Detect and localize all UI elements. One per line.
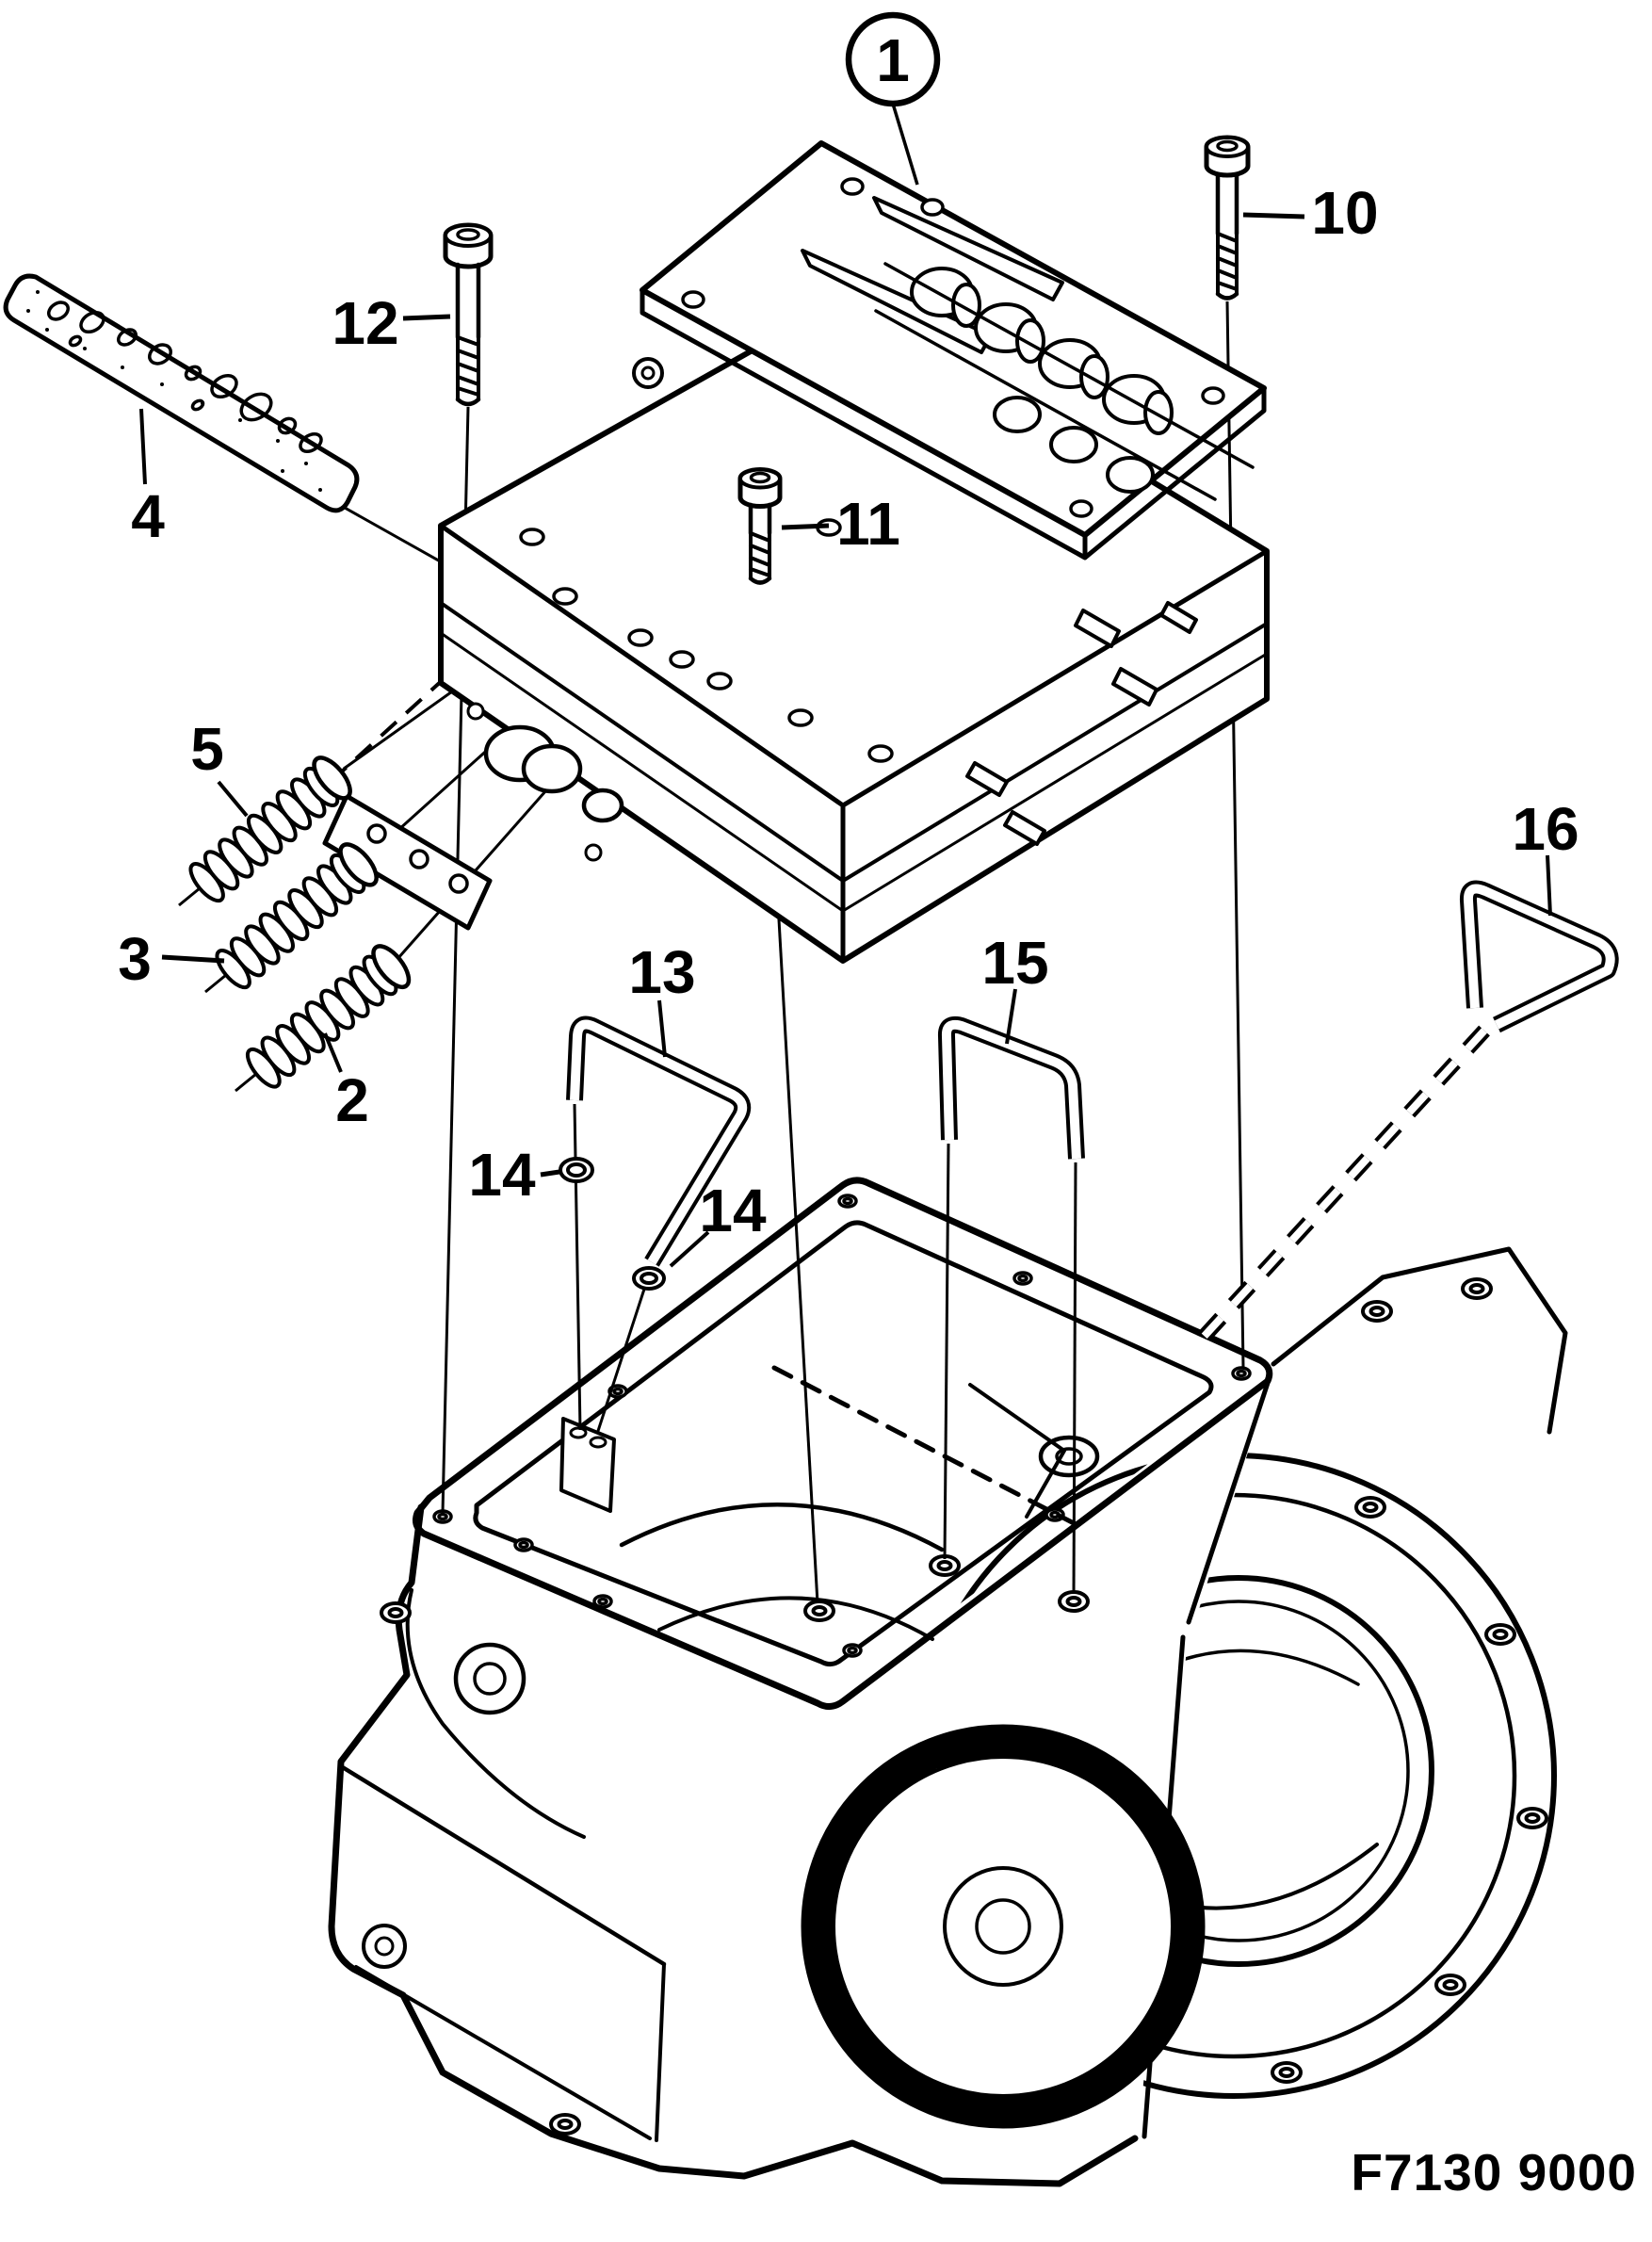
callout-1-label: 1 [876,26,910,94]
callout-2-label: 2 [335,1066,369,1134]
gasket [3,273,360,513]
callout-1: 1 [845,11,941,186]
callouts: 1 2 3 4 5 10 11 12 13 14 14 15 16 [118,11,1579,1268]
transmission-case [328,1177,1568,2187]
callout-14b-label: 14 [699,1177,767,1244]
callout-12-label: 12 [332,289,398,357]
callout-4-label: 4 [131,482,165,550]
bolt-10 [1204,135,1251,301]
bolt-11 [737,467,783,585]
callout-13-label: 13 [628,938,695,1006]
valve-body-front-details [466,702,624,862]
solenoid-connector-block [322,793,493,931]
separator-plate [640,140,1267,560]
pipe15-right-axis-line [1072,1162,1077,1595]
o-ring-14a [559,1157,594,1183]
bolts [443,135,1251,585]
gasket-holes [47,301,323,454]
o-ring-14b [632,1266,666,1291]
case-left-details [338,1588,667,2142]
pipe-13 [566,1015,752,1267]
case-right-wall [1271,1246,1568,1435]
valve-body-side-slots [965,601,1198,846]
case-outline [328,1503,1139,2187]
case-interior [559,1365,1100,1641]
bolt-12 [443,222,494,407]
pipe13-left-axis-line [573,1103,582,1431]
callout-10-label: 10 [1311,179,1378,247]
case-top-flange [413,1177,1273,1710]
callout-3-label: 3 [118,925,152,993]
callout-leaders [139,212,1552,1268]
pipe-15 [937,1015,1085,1160]
pipe15-left-axis-line [943,1143,950,1560]
springs [184,752,414,1093]
pipe13-right-axis-line [595,1271,652,1435]
callout-5-label: 5 [190,715,224,783]
ring-gear [801,1724,1206,2129]
callout-14a-label: 14 [468,1141,536,1209]
valve-train-rollers [910,267,1174,494]
callout-16-label: 16 [1512,795,1579,863]
callout-15-label: 15 [981,929,1048,997]
callout-11-label: 11 [836,490,900,558]
plate-screw-holes [681,177,1225,518]
gasket-stipple [26,290,322,492]
pipe-16 [1189,880,1619,1353]
bolt10-axis-line [1225,301,1245,1369]
figure-code: F7130 9000 [1351,2143,1637,2201]
